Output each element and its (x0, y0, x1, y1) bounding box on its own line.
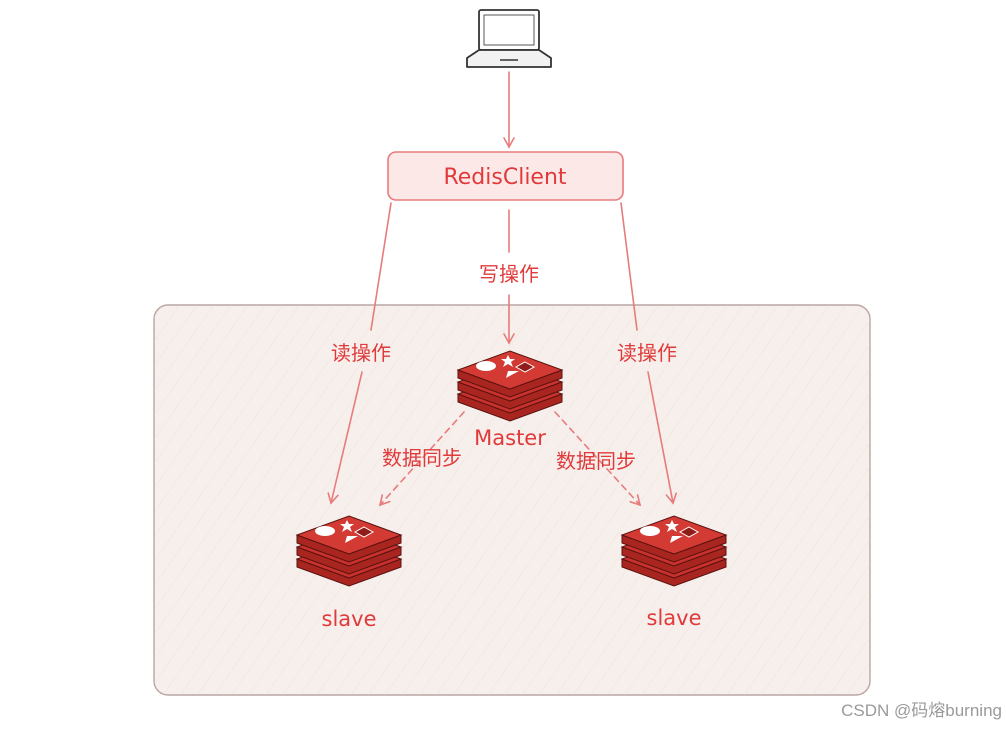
data-sync-label-left: 数据同步 (382, 446, 462, 470)
redis-icon (620, 515, 728, 587)
redis-icon (456, 350, 564, 422)
slave-node-left: slave (295, 515, 403, 631)
read-operation-label-left: 读操作 (331, 341, 391, 365)
redis-client-node: RedisClient (387, 151, 624, 201)
read-operation-label-right: 读操作 (617, 341, 677, 365)
slave-left-label: slave (322, 607, 377, 631)
laptop-icon (466, 9, 552, 68)
cluster-container (153, 304, 871, 696)
csdn-watermark: CSDN @码熔burning (841, 701, 1002, 720)
redis-client-label: RedisClient (443, 165, 566, 190)
data-sync-label-right: 数据同步 (556, 449, 636, 473)
edges (331, 71, 673, 507)
read-arrow-right (620, 202, 673, 503)
master-label: Master (474, 426, 546, 450)
read-arrow-left (331, 202, 392, 503)
slave-right-label: slave (647, 606, 702, 630)
redis-icon (295, 515, 403, 587)
slave-node-right: slave (620, 515, 728, 630)
sync-arrow-left (378, 411, 465, 507)
master-node: Master (456, 350, 564, 450)
sync-arrow-right (554, 411, 642, 507)
write-operation-label: 写操作 (479, 262, 539, 286)
